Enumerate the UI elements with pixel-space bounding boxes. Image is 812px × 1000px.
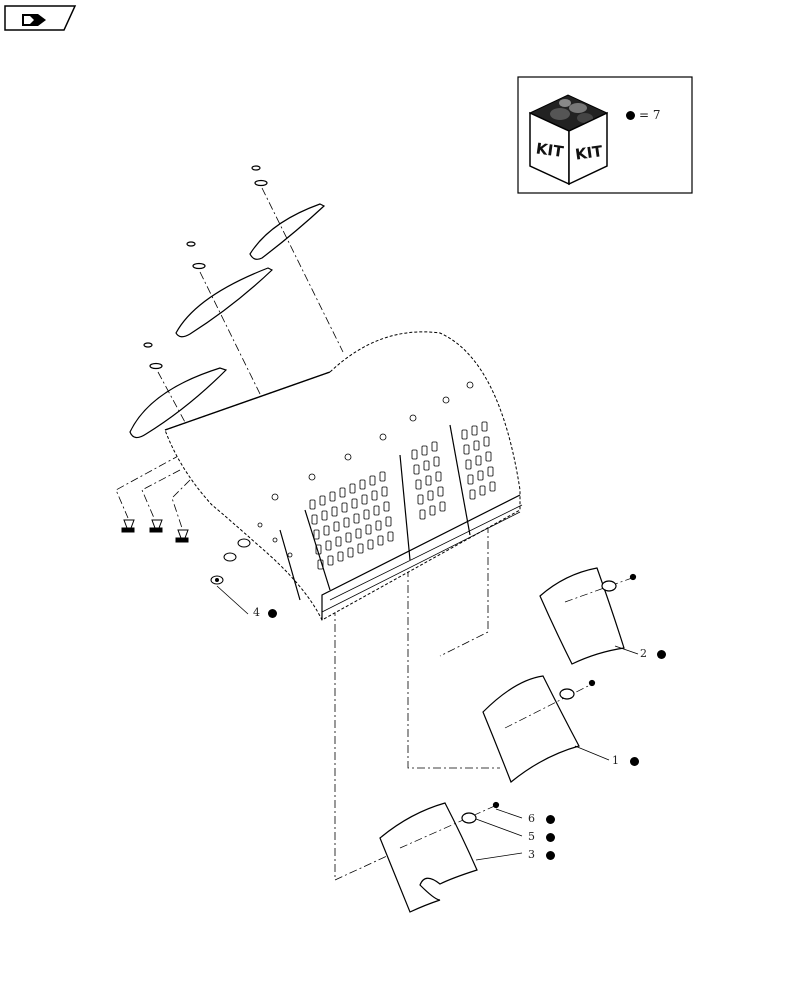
callout-leaders	[216, 585, 639, 861]
callout-4: 4	[253, 606, 260, 619]
callout-3: 3	[528, 848, 535, 861]
kit-dot-3	[546, 851, 555, 860]
wear-plate-top	[249, 165, 326, 260]
mounting-holes	[257, 381, 474, 558]
callout-6: 6	[528, 812, 535, 825]
washers-left	[210, 538, 251, 585]
kit-dot-4	[268, 609, 277, 618]
kit-dot-2	[657, 650, 666, 659]
page-forward-icon	[22, 14, 46, 26]
kit-dot-1	[630, 757, 639, 766]
wear-plate-middle	[175, 241, 274, 338]
concave-grate	[164, 331, 523, 621]
filler-plate-2	[539, 567, 637, 665]
kit-label-left: KIT	[535, 139, 565, 161]
filler-plate-1	[482, 675, 596, 783]
legend-kit-dot	[626, 111, 635, 120]
kit-dot-6	[546, 815, 555, 824]
callout-2: 2	[640, 647, 647, 660]
filler-plate-3	[379, 801, 500, 913]
callout-5: 5	[528, 830, 535, 843]
kit-box-icon: KIT KIT	[528, 94, 609, 186]
callout-1: 1	[612, 754, 619, 767]
grate-openings	[309, 421, 496, 570]
page-forward-tab[interactable]	[4, 5, 77, 31]
kit-label-right: KIT	[574, 142, 604, 164]
kit-dot-5	[546, 833, 555, 842]
assembly-leader-lines	[115, 187, 500, 881]
wear-plate-bottom	[129, 342, 228, 439]
carriage-bolts	[121, 519, 189, 543]
kit-legend: KIT KIT	[517, 76, 693, 194]
legend-equals-text: = 7	[639, 108, 661, 122]
